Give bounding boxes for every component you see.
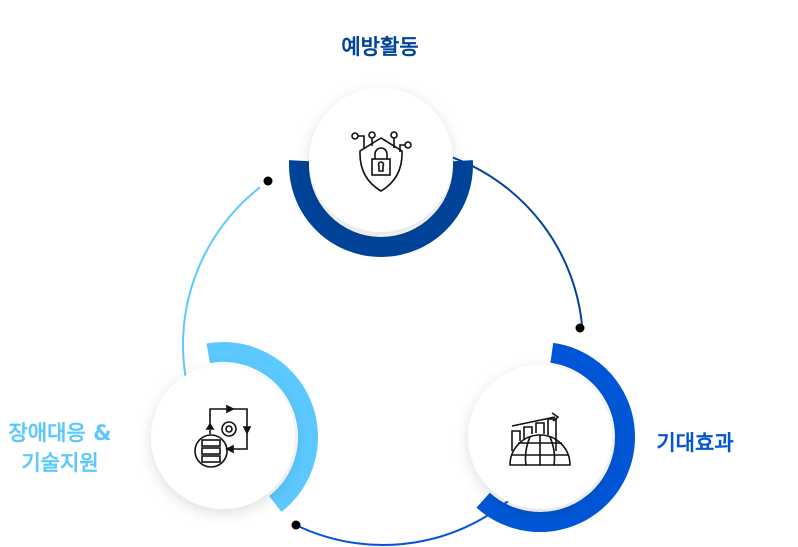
progress-ring-top bbox=[289, 160, 473, 257]
server-gear-cycle-icon bbox=[194, 404, 252, 468]
globe-growth-chart-icon bbox=[509, 412, 571, 466]
label-incident-response: 장애대응 & 기술지원 bbox=[0, 418, 140, 478]
progress-ring-left bbox=[206, 342, 318, 512]
label-line-1: 장애대응 & bbox=[8, 421, 112, 445]
connector-arc-left bbox=[182, 186, 261, 377]
shield-lock-icon bbox=[351, 131, 412, 192]
connector-dot bbox=[263, 176, 273, 186]
label-line-2: 기술지원 bbox=[21, 451, 99, 475]
connector-dot bbox=[291, 520, 301, 530]
progress-ring-right bbox=[476, 342, 635, 532]
label-prevention: 예방활동 bbox=[341, 35, 419, 59]
label-expected-effect: 기대효과 bbox=[656, 431, 734, 455]
connector-dot bbox=[575, 323, 585, 333]
node-circle-top bbox=[309, 88, 453, 232]
node-circle-left bbox=[151, 365, 295, 509]
connector-arc-top-right bbox=[451, 156, 584, 328]
